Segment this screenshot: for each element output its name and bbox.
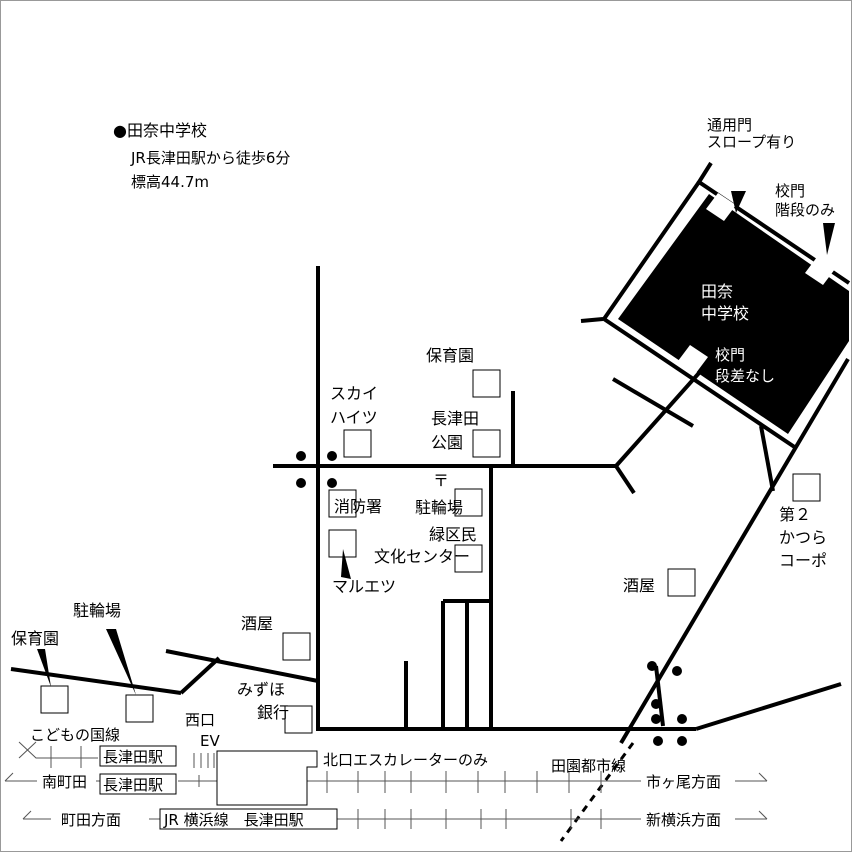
liquor-left-label: 酒屋 xyxy=(241,614,273,633)
station-denen-label: 長津田駅 xyxy=(103,776,163,794)
post-office-label: 〒 xyxy=(433,471,449,490)
bank-label-1: みずほ xyxy=(237,680,285,699)
kopo-label-3: コーポ xyxy=(779,551,827,570)
gate-main-note: スロープ有り xyxy=(707,133,796,151)
roads xyxy=(10,161,851,745)
buildings xyxy=(40,369,821,734)
school-title: ●田奈中学校 xyxy=(113,121,207,140)
gate-flat-note: 段差なし xyxy=(715,367,775,385)
nursery-label: 保育園 xyxy=(426,346,474,365)
machida-direction-label: 町田方面 xyxy=(61,811,121,829)
gate-flat-label: 校門 xyxy=(715,346,745,364)
jr-station-label: JR 横浜線 長津田駅 xyxy=(163,811,304,829)
bike-parking-label: 駐輪場 xyxy=(415,498,463,517)
culture-center-label-1: 緑区民 xyxy=(429,525,477,544)
nursery-left-label: 保育園 xyxy=(11,629,59,648)
maruetsu-pointer xyxy=(341,549,351,579)
kopo-label-1: 第２ xyxy=(779,505,811,524)
station-labels-boxes xyxy=(99,745,338,830)
access-text: JR長津田駅から徒歩6分 xyxy=(130,149,290,167)
kopo-label-2: かつら xyxy=(779,528,827,547)
bank-label-2: 銀行 xyxy=(257,703,289,722)
maruetsu-label: マルエツ xyxy=(332,577,396,596)
west-exit-label: 西口 xyxy=(185,711,215,729)
denen-line-label: 田園都市線 xyxy=(551,757,626,775)
fire-station-label: 消防署 xyxy=(334,497,382,516)
bike-pointer xyxy=(106,629,136,695)
gate-stairs-label: 校門 xyxy=(775,182,805,200)
gate-stairs-note: 階段のみ xyxy=(775,201,835,219)
north-exit-label: 北口エスカレーターのみ xyxy=(323,751,488,769)
gate-main-label: 通用門 xyxy=(707,116,752,134)
school-gates xyxy=(678,193,835,373)
culture-center-label-2: 文化センター xyxy=(374,547,470,566)
bike-left-label: 駐輪場 xyxy=(73,601,121,620)
signal-dots xyxy=(296,451,687,746)
park-label-2: 公園 xyxy=(431,433,463,452)
minami-machida-label: 南町田 xyxy=(42,773,87,791)
ichigao-direction-label: 市ヶ尾方面 xyxy=(646,773,721,791)
sky-heights-label-1: スカイ xyxy=(330,384,378,403)
station-building xyxy=(216,750,318,806)
kodomo-line-label: こどもの国線 xyxy=(30,726,120,744)
elevator-label: EV xyxy=(200,732,220,750)
sky-heights-label-2: ハイツ xyxy=(330,408,378,427)
gate-pointer-main xyxy=(731,191,746,213)
school-name-2: 中学校 xyxy=(701,304,749,323)
school-building xyxy=(618,194,849,434)
shinyokohama-direction-label: 新横浜方面 xyxy=(646,811,721,829)
liquor-right-label: 酒屋 xyxy=(623,576,655,595)
park-label-1: 長津田 xyxy=(431,409,479,428)
gate-pointer-stairs xyxy=(823,223,835,255)
station-kodomo-label: 長津田駅 xyxy=(103,748,163,766)
elevation-text: 標高44.7m xyxy=(131,173,209,191)
school-name-1: 田奈 xyxy=(701,282,733,301)
nursery-pointer xyxy=(37,649,51,687)
rail-lines xyxy=(4,741,768,829)
